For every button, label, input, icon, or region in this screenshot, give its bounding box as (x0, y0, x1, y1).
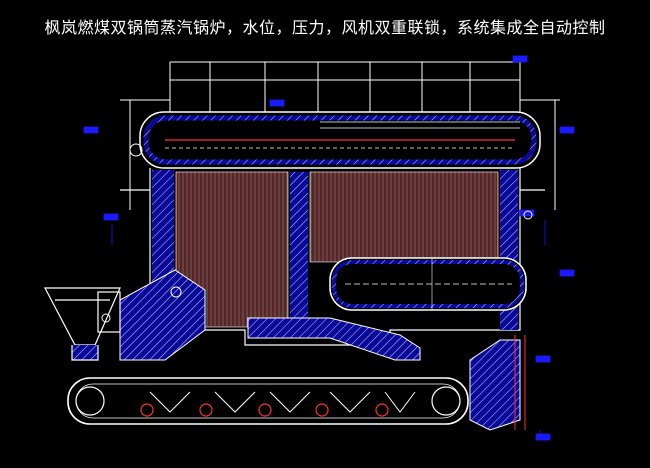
ash-discharge (469, 339, 521, 431)
dimension-markers (83, 55, 575, 441)
air-chambers (149, 391, 416, 413)
upper-drum (139, 111, 541, 169)
left-wall (152, 170, 174, 290)
page-title: 枫岚燃煤双锅筒蒸汽锅炉，水位，压力，风机双重联锁，系统集成全自动控制 (44, 18, 606, 37)
tube-bank-right (309, 171, 499, 263)
furnace-front-wall (119, 269, 206, 361)
tube-bank-center (290, 172, 308, 327)
front-fittings (101, 143, 533, 323)
furnace-arch (247, 317, 421, 361)
chain-grate (67, 377, 469, 425)
steel-frame (120, 61, 560, 210)
right-riser (514, 335, 526, 430)
grate-rollers (140, 403, 389, 417)
lower-drum (329, 257, 527, 311)
coal-hopper (44, 287, 121, 361)
